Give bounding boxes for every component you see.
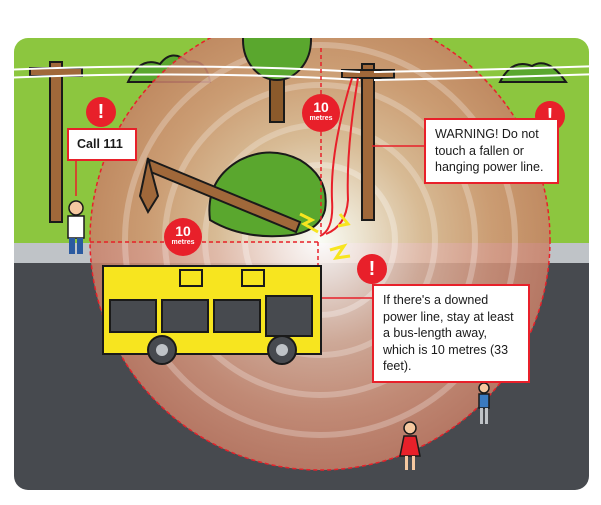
person-calling xyxy=(67,200,85,254)
power-pole-left xyxy=(49,61,63,223)
tree-stump xyxy=(138,157,160,215)
warning-callout: WARNING! Do not touch a fallen or hangin… xyxy=(424,118,559,184)
distance-badge-horizontal: 10 metres xyxy=(164,218,202,256)
spark xyxy=(299,212,319,234)
distance-value: 10 xyxy=(313,99,329,115)
alert-icon: ! xyxy=(357,254,387,284)
person-child xyxy=(478,382,490,424)
distance-unit: metres xyxy=(171,239,195,246)
distance-badge-vertical: 10 metres xyxy=(302,94,340,132)
fallen-tree-crown xyxy=(208,151,327,238)
distance-value: 10 xyxy=(175,223,191,239)
downed-power-line xyxy=(319,77,353,237)
tree xyxy=(242,38,312,81)
call-111-callout: Call 111 xyxy=(67,128,137,161)
distance-unit: metres xyxy=(309,115,333,122)
distance-callout: If there's a downed power line, stay at … xyxy=(372,284,530,383)
power-pole-right xyxy=(361,63,375,221)
alert-icon: ! xyxy=(86,97,116,127)
person-woman xyxy=(399,421,421,470)
